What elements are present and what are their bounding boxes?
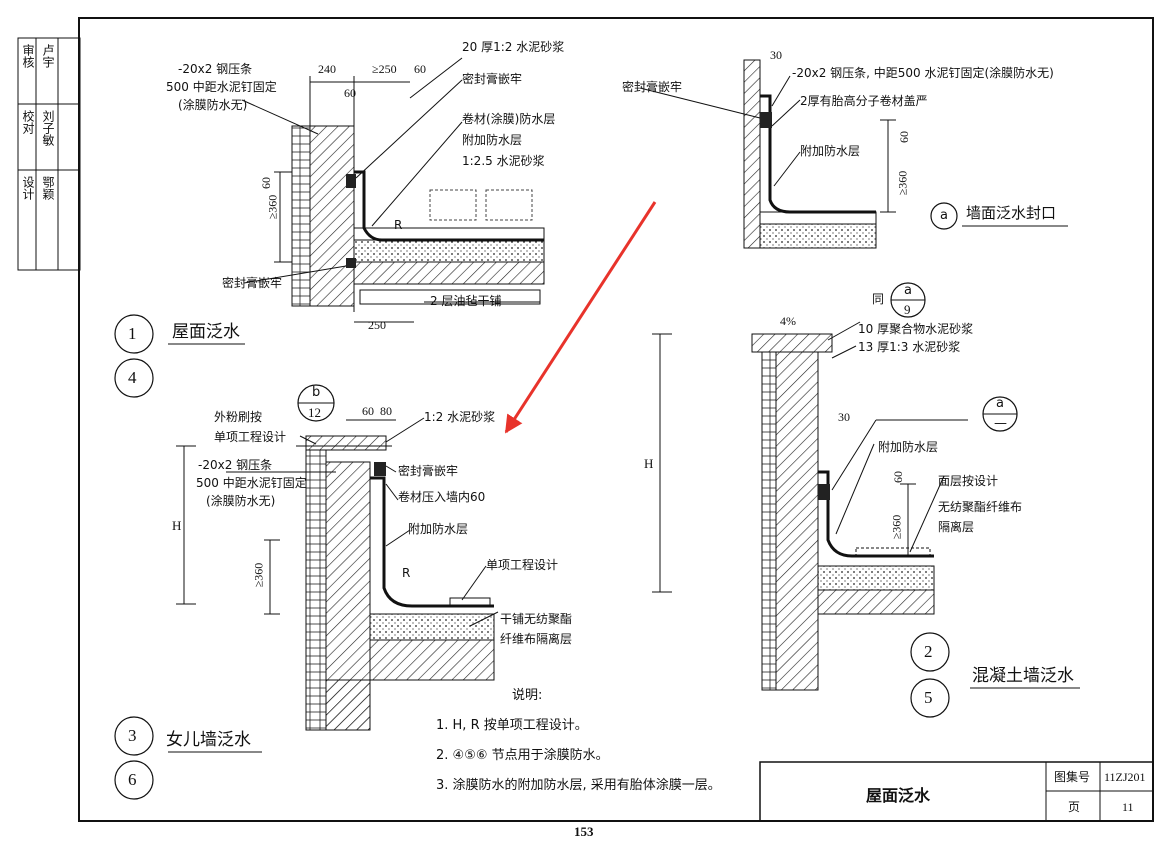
- d1-radius: R: [394, 218, 403, 232]
- d1-alt-number: 4: [128, 368, 137, 387]
- side-role-2: 校对: [21, 110, 35, 134]
- d2-dim-60: 60: [891, 471, 905, 483]
- note-3: 3. 涂膜防水的附加防水层, 采用有胎体涂膜一层。: [436, 778, 721, 793]
- da-label-3: 2厚有胎高分子卷材盖严: [800, 94, 928, 108]
- d3-radius: R: [402, 566, 411, 580]
- d3-left-label-5: (涂膜防水无): [206, 494, 276, 508]
- page-value: 11: [1122, 800, 1134, 814]
- side-name-2: 刘子敏: [41, 110, 55, 146]
- d2-dim-360: ≥360: [889, 514, 904, 540]
- d3-right-label-3: 卷材压入墙内60: [398, 490, 486, 504]
- d2-number: 2: [924, 642, 933, 661]
- d2-label-2: 13 厚1:3 水泥砂浆: [858, 340, 961, 354]
- detail-a-drawing: [639, 59, 1068, 249]
- d2-title: 混凝土墙泛水: [972, 666, 1074, 686]
- d1-dim-250: ≥250: [372, 62, 397, 76]
- d3-right-label-2: 密封膏嵌牢: [398, 464, 459, 478]
- d3-alt-number: 6: [128, 770, 137, 789]
- d1-dim-60b: 60: [344, 86, 356, 100]
- d3-left-label-3: -20x2 钢压条: [198, 458, 273, 472]
- d3-number: 3: [128, 726, 137, 745]
- d3-ref-bottom: 12: [308, 405, 321, 420]
- d1-seal-label: 密封膏嵌牢: [222, 276, 283, 290]
- detail-1-drawing: [114, 57, 545, 398]
- d3-title: 女儿墙泛水: [166, 730, 251, 750]
- d3-left-label-4: 500 中距水泥钉固定: [196, 476, 307, 490]
- atlas-label: 图集号: [1054, 770, 1091, 784]
- d2-dim-h: H: [644, 456, 654, 471]
- note-2: 2. ④⑤⑥ 节点用于涂膜防水。: [436, 748, 609, 763]
- d1-number: 1: [128, 324, 137, 343]
- d2-ref-top: a: [904, 283, 912, 298]
- d1-dim-240: 240: [318, 62, 336, 76]
- d1-left-label-1: -20x2 钢压条: [178, 62, 253, 76]
- da-dim-60: 60: [897, 131, 911, 143]
- d2-label-5: 无纺聚酯纤维布: [938, 500, 1023, 514]
- d2-dim-30: 30: [838, 410, 850, 424]
- d1-title: 屋面泛水: [172, 322, 240, 342]
- title-block-title: 屋面泛水: [866, 786, 931, 805]
- d1-dim-250b: 250: [368, 318, 386, 332]
- da-dim-360: ≥360: [895, 170, 910, 196]
- side-name-1: 卢宇: [41, 44, 55, 68]
- notes-title: 说明:: [512, 688, 543, 703]
- d3-dim-h: H: [172, 518, 182, 533]
- d1-left-label-3: (涂膜防水无): [178, 98, 248, 112]
- d2-slope: 4%: [780, 314, 796, 328]
- d2-ref-bottom: 9: [904, 302, 911, 317]
- detail-3-drawing: [114, 384, 499, 800]
- d3-right-label-6: 干铺无纺聚酯: [500, 612, 573, 626]
- d2-ref2-top: a: [996, 396, 1004, 411]
- d2-label-3: 附加防水层: [878, 440, 939, 454]
- note-1: 1. H, R 按单项工程设计。: [436, 718, 588, 733]
- d2-same-as: 同: [872, 292, 885, 306]
- side-name-3: 鄂颖: [41, 176, 55, 200]
- d1-right-label-4: 附加防水层: [462, 133, 523, 147]
- d3-ref-top: b: [312, 385, 321, 400]
- d3-right-label-1: 1:2 水泥砂浆: [424, 410, 496, 424]
- d3-right-label-4: 附加防水层: [408, 522, 469, 536]
- red-arrow-annotation: [504, 201, 657, 434]
- d1-dim-60c: 60: [259, 177, 273, 189]
- d2-label-4: 面层按设计: [938, 474, 999, 488]
- side-role-3: 设计: [21, 176, 35, 200]
- da-label-4: 附加防水层: [800, 144, 861, 158]
- da-dim-30: 30: [770, 48, 782, 62]
- detail-2-drawing: [652, 282, 1080, 718]
- d1-right-label-5: 1:2.5 水泥砂浆: [462, 154, 545, 168]
- side-role-1: 审核: [21, 44, 35, 68]
- d1-right-label-1: 20 厚1:2 水泥砂浆: [462, 40, 565, 54]
- da-title: 墙面泛水封口: [966, 204, 1057, 222]
- d3-dim-80: 80: [380, 404, 392, 418]
- d1-felt-label: 2 层油毡干铺: [430, 294, 502, 308]
- atlas-value: 11ZJ201: [1104, 770, 1146, 784]
- d2-label-1: 10 厚聚合物水泥砂浆: [858, 322, 974, 336]
- d3-dim-360: ≥360: [251, 562, 266, 588]
- d3-left-label-1: 外粉刷按: [214, 410, 263, 424]
- page-number: 153: [574, 824, 594, 839]
- d1-dim-360: ≥360: [265, 194, 280, 220]
- da-number: a: [940, 208, 948, 223]
- d2-alt-number: 5: [924, 688, 933, 707]
- d1-dim-60a: 60: [414, 62, 426, 76]
- da-label-2: -20x2 钢压条, 中距500 水泥钉固定(涂膜防水无): [792, 66, 1054, 80]
- d1-right-label-3: 卷材(涂膜)防水层: [462, 112, 556, 126]
- d3-right-label-5: 单项工程设计: [486, 558, 559, 572]
- d2-label-6: 隔离层: [938, 520, 975, 534]
- d1-right-label-2: 密封膏嵌牢: [462, 72, 523, 86]
- d2-ref2-bottom: —: [994, 416, 1007, 431]
- page-label: 页: [1068, 800, 1081, 814]
- d3-right-label-7: 纤维布隔离层: [500, 632, 573, 646]
- d3-dim-60: 60: [362, 404, 374, 418]
- d1-left-label-2: 500 中距水泥钉固定: [166, 80, 277, 94]
- da-label-1: 密封膏嵌牢: [622, 80, 683, 94]
- d3-left-label-2: 单项工程设计: [214, 430, 287, 444]
